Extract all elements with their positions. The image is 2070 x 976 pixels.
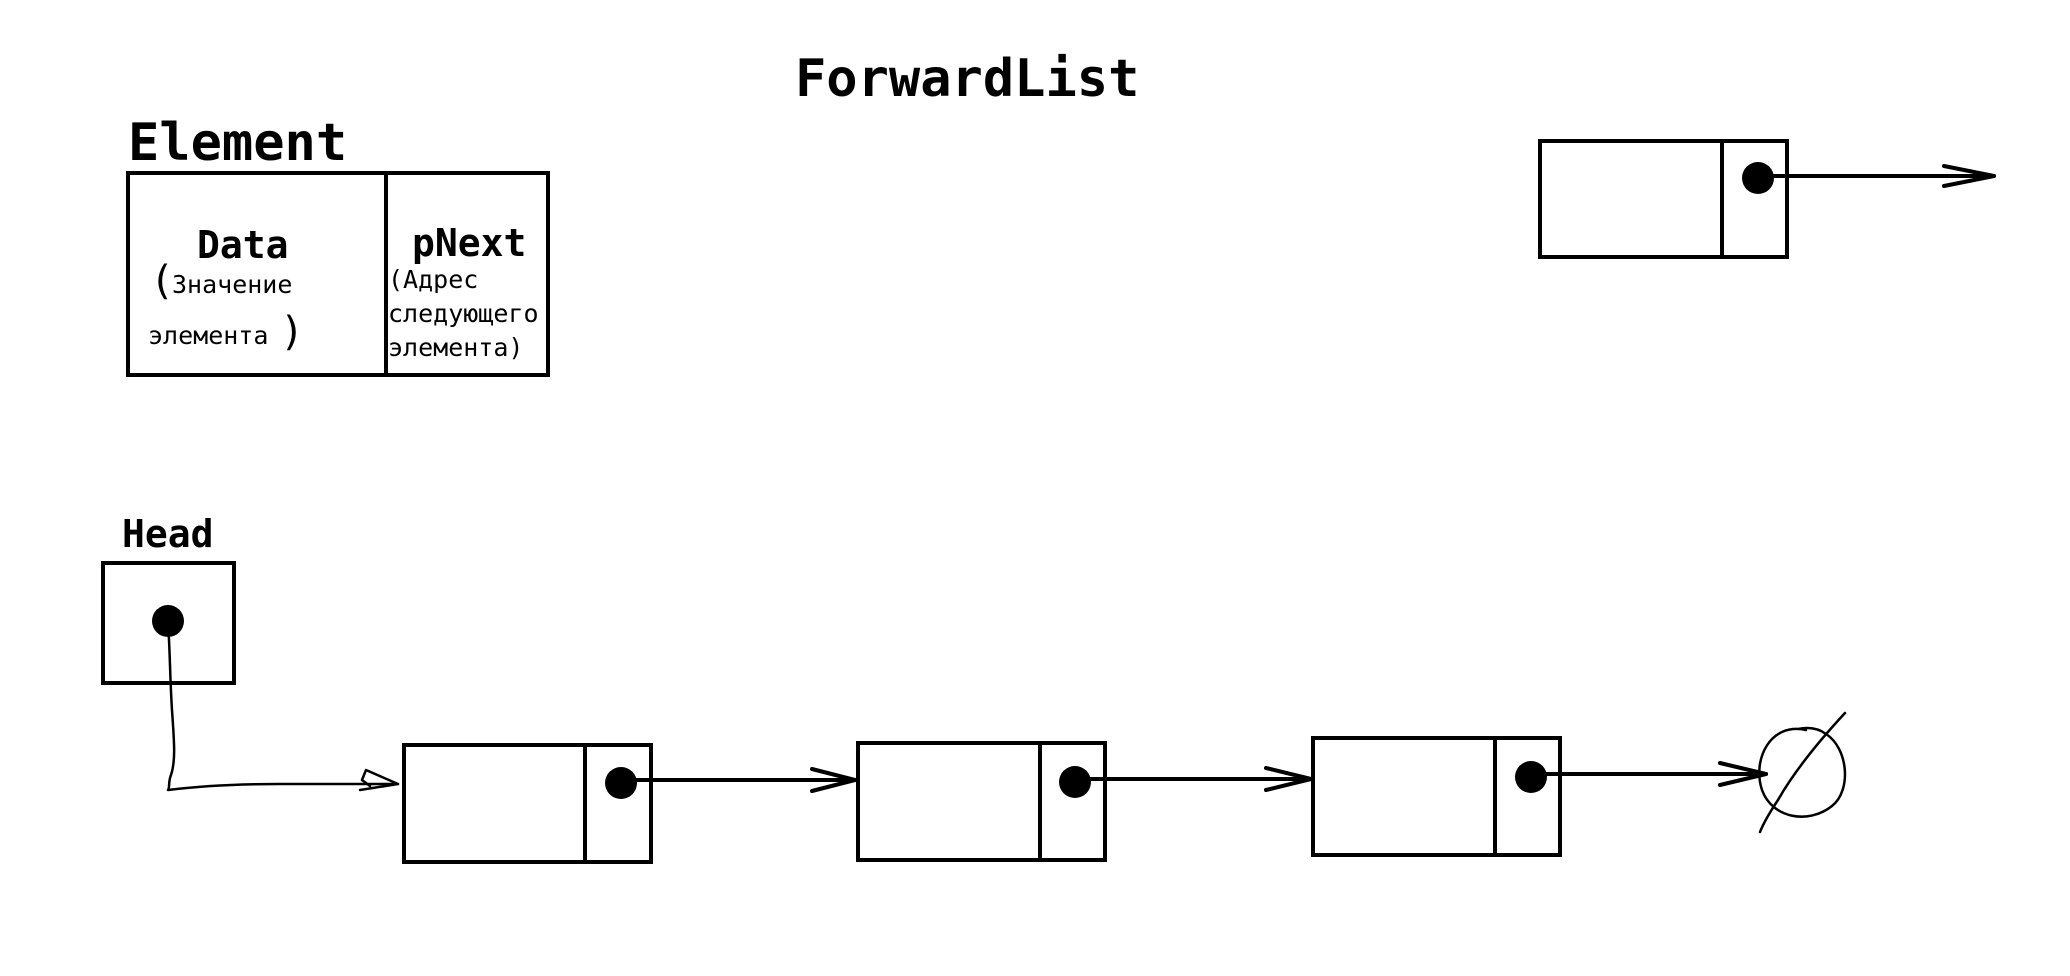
data-desc-line2: элемента: [148, 321, 268, 350]
element-legend-node: Data ( Значение элемента ) pNext (Адрес …: [126, 171, 550, 377]
diagram-title: ForwardList: [795, 49, 1139, 109]
list-node-2: [856, 741, 1313, 862]
node-2-box: [856, 741, 1107, 862]
head-node: [101, 561, 400, 792]
node-3-pointer-dot-icon: [1515, 761, 1547, 793]
null-slash-icon: [1758, 711, 1847, 834]
pnext-desc-line3: элемента): [388, 333, 523, 362]
node-1-pointer-dot-icon: [605, 767, 637, 799]
head-pointer-line: [166, 620, 400, 792]
data-desc-paren-open: (: [150, 258, 174, 304]
list-node-3: [1311, 736, 1768, 857]
node-3-box: [1311, 736, 1562, 857]
element-node-box: [126, 171, 550, 377]
node-1-arrowhead-icon: [810, 767, 857, 793]
element-label: Element: [128, 113, 347, 173]
pnext-desc-line1: (Адрес: [388, 265, 478, 294]
example-node-box: [1538, 139, 1789, 259]
data-field-label: Data: [197, 223, 289, 267]
list-node-1: [402, 743, 857, 864]
node-1-box: [402, 743, 653, 864]
node-2-pointer-dot-icon: [1059, 766, 1091, 798]
node-3-arrowhead-icon: [1718, 761, 1768, 787]
pnext-desc-line2: следующего: [388, 299, 539, 328]
null-pointer-icon: [1758, 711, 1847, 834]
head-box: [101, 561, 236, 685]
data-desc-paren-close: ): [280, 309, 304, 355]
head-arrowhead-icon: [358, 768, 400, 792]
pnext-field-label: pNext: [412, 221, 526, 265]
example-node: [1538, 139, 1996, 259]
arrowhead-icon: [1942, 164, 1996, 188]
null-circle-icon: [1758, 726, 1847, 818]
head-label: Head: [122, 512, 214, 556]
data-desc-line1: Значение: [172, 270, 292, 299]
